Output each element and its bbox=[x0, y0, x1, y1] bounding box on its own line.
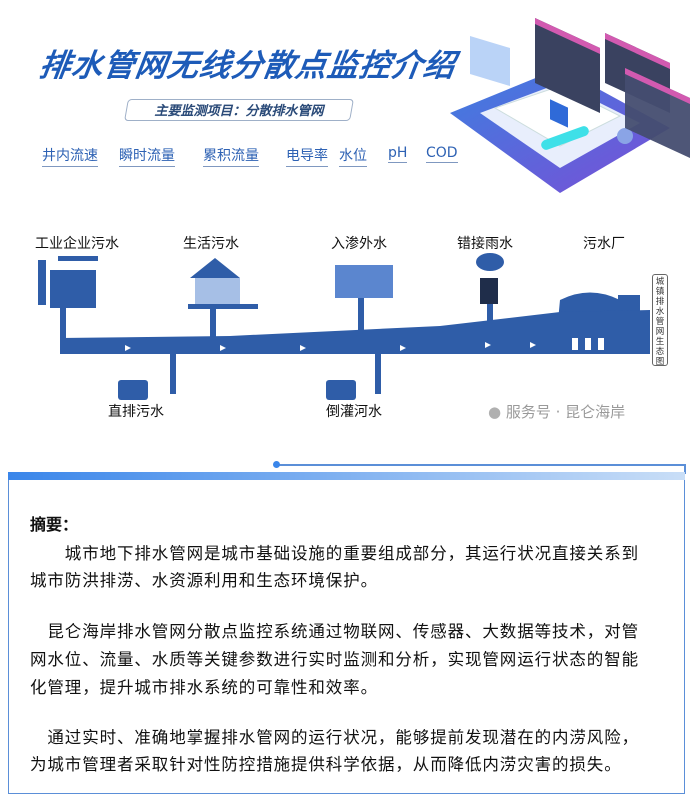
param-instant-flow: 瞬时流量 bbox=[119, 145, 175, 167]
house-icon bbox=[190, 258, 240, 278]
tank-icon bbox=[326, 380, 356, 400]
source-treatment-plant: 污水厂 bbox=[583, 236, 625, 252]
divider-line bbox=[684, 464, 686, 474]
summary-line: 昆仑海岸排水管网分散点监控系统通过物联网、传感器、大数据等技术，对管 bbox=[30, 622, 639, 641]
page-title: 排水管网无线分散点监控介绍 bbox=[36, 48, 459, 84]
watermark: ● 服务号 · 昆仑海岸 bbox=[488, 403, 626, 421]
rain-cloud-icon bbox=[476, 253, 504, 271]
pipe-network-diagram bbox=[38, 253, 650, 400]
summary-card-header-bar bbox=[8, 472, 685, 480]
source-domestic: 生活污水 bbox=[183, 236, 239, 252]
param-well-velocity: 井内流速 bbox=[42, 145, 98, 167]
outlet-direct-discharge: 直排污水 bbox=[108, 404, 164, 420]
vertical-label: 城镇排水管网生态图 bbox=[652, 274, 668, 367]
summary-line: 城市地下排水管网是城市基础设施的重要组成部分，其运行状况直接关系到 bbox=[30, 544, 639, 563]
source-industrial: 工业企业污水 bbox=[35, 236, 119, 252]
divider-dot bbox=[273, 461, 280, 468]
summary-line: 为城市管理者采取针对性防控措施提供科学依据，从而降低内涝灾害的损失。 bbox=[30, 755, 622, 774]
dashboard-illustration bbox=[450, 18, 690, 193]
summary-line: 通过实时、准确地掌握排水管网的运行状况，能够提前发现潜在的内涝风险， bbox=[30, 728, 639, 747]
outlet-river-backflow: 倒灌河水 bbox=[326, 404, 382, 420]
summary-heading: 摘要： bbox=[30, 515, 79, 534]
factory-icon bbox=[38, 260, 46, 305]
subtitle: 主要监测项目：分散排水管网 bbox=[154, 104, 324, 119]
wechat-icon: ● bbox=[488, 403, 502, 421]
main-pipe bbox=[60, 310, 650, 354]
summary-line: 城市防洪排涝、水资源利用和生态环境保护。 bbox=[30, 571, 378, 590]
divider-line bbox=[277, 464, 686, 466]
param-water-level: 水位 bbox=[339, 145, 367, 167]
summary-line: 化管理，提升城市排水系统的可靠性和效率。 bbox=[30, 678, 378, 697]
param-conductivity: 电导率 bbox=[286, 145, 328, 167]
param-cumulative-flow: 累积流量 bbox=[203, 145, 259, 167]
infiltration-icon bbox=[335, 265, 393, 298]
param-ph: pH bbox=[388, 145, 408, 163]
summary-line: 网水位、流量、水质等关键参数进行实时监测和分析，实现管网运行状态的智能 bbox=[30, 650, 639, 669]
source-infiltration: 入渗外水 bbox=[331, 236, 387, 252]
source-rainwater: 错接雨水 bbox=[457, 236, 513, 252]
tank-icon bbox=[118, 380, 148, 400]
param-cod: COD bbox=[426, 145, 458, 163]
